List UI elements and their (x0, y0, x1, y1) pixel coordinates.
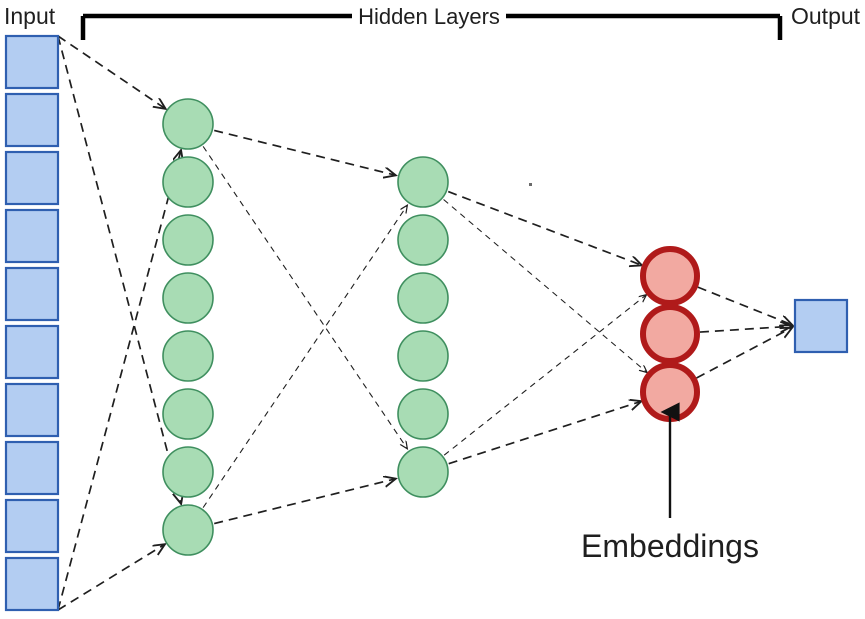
node-output-1 (793, 298, 849, 354)
node-embeddings-3 (640, 362, 700, 422)
input-label: Input (4, 3, 56, 29)
node-input-8 (4, 440, 60, 496)
output-label: Output (791, 3, 861, 29)
embeddings-label: Embeddings (581, 528, 759, 564)
edge-input-top-to-hidden1-last (57, 35, 181, 504)
node-embeddings-1 (640, 246, 700, 306)
edge-hidden2-embeddings-first-last (443, 199, 648, 372)
node-hidden-1-1 (162, 98, 214, 150)
edge-embeddings-3-to-output (696, 327, 793, 379)
hidden-layers-bracket (80, 13, 783, 40)
node-hidden-2-4 (397, 330, 449, 382)
edge-hidden1-hidden2-first-last (202, 146, 407, 448)
node-input-3 (4, 150, 60, 206)
edge-embeddings-1-to-output (697, 286, 792, 325)
node-hidden-1-6 (162, 388, 214, 440)
edge-input-bottom-to-hidden1-last (57, 544, 165, 611)
node-input-2 (4, 92, 60, 148)
node-input-1 (4, 34, 60, 90)
edge-input-top-to-hidden1-first (57, 35, 166, 109)
hidden-layers-label: Hidden Layers (358, 4, 500, 29)
edge-hidden2-embeddings-last-first (443, 295, 646, 456)
stray-speck-artifact (529, 183, 532, 186)
node-hidden-1-3 (162, 214, 214, 266)
edge-input-bottom-to-hidden1-first (57, 150, 181, 611)
node-hidden-1-7 (162, 446, 214, 498)
edge-hidden1-hidden2-first-first (214, 129, 396, 175)
node-embeddings-2 (640, 304, 700, 364)
node-input-6 (4, 324, 60, 380)
node-input-4 (4, 208, 60, 264)
edge-embeddings-2-to-output (699, 326, 792, 332)
node-hidden-1-5 (162, 330, 214, 382)
node-input-9 (4, 498, 60, 554)
node-hidden-2-5 (397, 388, 449, 440)
node-input-7 (4, 382, 60, 438)
node-input-5 (4, 266, 60, 322)
node-hidden-1-4 (162, 272, 214, 324)
edge-hidden1-hidden2-last-first (202, 205, 407, 508)
node-input-10 (4, 556, 60, 612)
network-nodes (4, 34, 849, 612)
edge-hidden2-embeddings-first-first (447, 190, 642, 266)
node-hidden-1-2 (162, 156, 214, 208)
edge-hidden1-hidden2-last-last (214, 479, 396, 525)
node-hidden-2-2 (397, 214, 449, 266)
node-hidden-2-6 (397, 446, 449, 498)
embeddings-annotation: Embeddings (581, 402, 759, 564)
node-hidden-2-3 (397, 272, 449, 324)
edge-hidden2-embeddings-last-last (448, 401, 642, 465)
node-hidden-2-1 (397, 156, 449, 208)
node-hidden-1-8 (162, 504, 214, 556)
connection-edges (57, 35, 793, 611)
